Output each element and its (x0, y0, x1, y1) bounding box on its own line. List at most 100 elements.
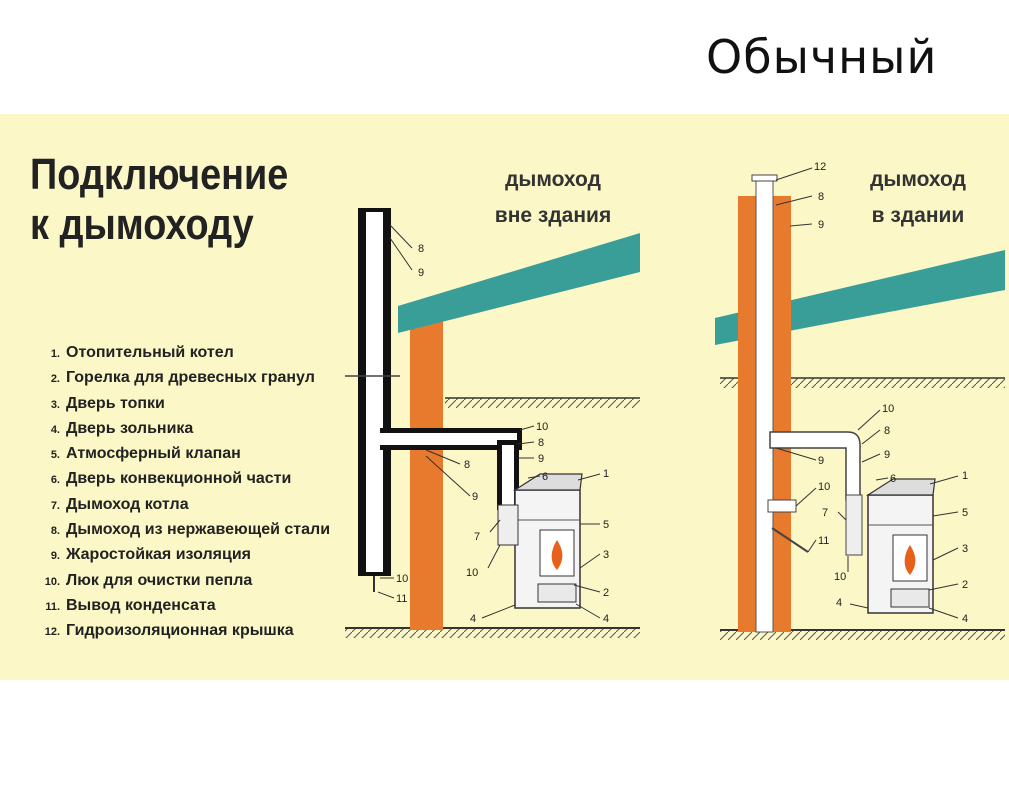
leader-line (487, 544, 501, 569)
boiler-top (512, 473, 583, 491)
leader-line (795, 487, 817, 507)
outside-label-line2: вне здания (495, 204, 611, 227)
diagram-title-line1: Подключение (30, 150, 289, 199)
callout-number: 7 (474, 531, 480, 543)
callout-number: 4 (962, 613, 968, 625)
callout-number: 8 (418, 243, 424, 255)
callout-number: 2 (962, 579, 968, 591)
leader-line (775, 447, 817, 461)
legend-item: 9.Жаростойкая изоляция (32, 542, 330, 567)
legend-number: 10. (44, 575, 60, 588)
callout-number: 12 (814, 161, 826, 173)
legend-item: 3.Дверь топки (32, 391, 330, 416)
callout-number: 6 (542, 471, 548, 483)
inside-label-line2: в здании (872, 204, 965, 227)
leader-line (789, 223, 813, 227)
diagram-title: Подключение к дымоходу (30, 150, 288, 250)
leader-line (875, 477, 889, 481)
legend-number: 8. (50, 525, 60, 538)
leader-line (425, 449, 461, 465)
callout-number: 11 (396, 593, 407, 605)
callout-number: 1 (603, 468, 609, 480)
legend-item: 12. Гидроизоляционная крышка (32, 618, 330, 643)
leader-line (932, 511, 959, 517)
ground-floor (345, 628, 640, 638)
callout-number: 1 (962, 470, 968, 482)
callout-number: 4 (470, 613, 476, 625)
legend-number: 3. (50, 398, 60, 411)
ceiling-slab (720, 378, 1005, 388)
flame-icon (904, 545, 916, 575)
outside-boiler (497, 473, 583, 609)
outside-chimney-inner (366, 212, 383, 572)
outside-label-line1: дымоход (505, 168, 601, 191)
ground-floor (720, 630, 1005, 640)
callout-number: 8 (884, 425, 890, 437)
leader-line (577, 473, 601, 481)
leader-line (517, 441, 535, 445)
legend-text: Гидроизоляционная крышка (66, 622, 294, 640)
legend-item: 7.Дымоход котла (32, 492, 330, 517)
leader-line (928, 607, 959, 619)
legend-text: Горелка для древесных гранул (66, 369, 315, 387)
callout-number: 4 (836, 597, 842, 609)
legend-item: 11.Вывод конденсата (32, 593, 330, 618)
callout-number: 8 (538, 437, 544, 449)
outside-chimney-scene (345, 208, 640, 638)
leader-line (519, 425, 535, 431)
legend-item: 1.Отопительный котел (32, 340, 330, 365)
leader-line (775, 195, 813, 206)
callout-number: 9 (884, 449, 890, 461)
legend-text: Жаростойкая изоляция (66, 546, 251, 564)
legend-item: 10. Люк для очистки пепла (32, 568, 330, 593)
callout-number: 10 (396, 573, 408, 585)
legend-text: Люк для очистки пепла (66, 571, 253, 589)
ceiling-slab (445, 398, 640, 408)
leader-line (489, 519, 501, 533)
ash-door (890, 588, 930, 608)
callout-number: 8 (464, 459, 470, 471)
leader-line (527, 475, 541, 479)
inside-label-line1: дымоход (870, 168, 966, 191)
leader-line (932, 547, 959, 561)
legend-number: 6. (50, 474, 60, 487)
leader-line (807, 539, 817, 553)
inside-chimney-scene (715, 174, 1005, 640)
slide-title: Обычный (706, 30, 938, 84)
callout-number: 9 (472, 491, 478, 503)
flame-icon (551, 540, 563, 570)
legend-number: 7. (50, 499, 60, 512)
leader-line (929, 475, 959, 485)
leader-line (775, 167, 813, 181)
inside-boiler (865, 478, 936, 614)
legend-number: 2. (50, 373, 60, 386)
legend-text: Атмосферный клапан (66, 445, 241, 463)
callout-number: 9 (538, 453, 544, 465)
leader-line (861, 429, 881, 445)
callout-number: 10 (818, 481, 830, 493)
leader-line (837, 511, 847, 521)
legend-number: 5. (50, 449, 60, 462)
legend-item: 2. Горелка для древесных гранул (32, 365, 330, 390)
legend-number: 1. (50, 348, 60, 360)
callout-number: 5 (603, 519, 609, 531)
inside-boiler-flue (845, 494, 863, 556)
outside-connector-inner (380, 433, 517, 445)
leader-line (377, 591, 395, 599)
steel-liner (755, 179, 774, 633)
callout-number: 4 (603, 613, 609, 625)
waterproof-cap (751, 174, 778, 182)
callout-number: 3 (603, 549, 609, 561)
callout-number: 10 (834, 571, 846, 583)
legend-number: 4. (50, 423, 60, 436)
leader-line (389, 237, 413, 271)
legend-number: 12. (44, 626, 60, 639)
legend-item: 4.Дверь зольника (32, 416, 330, 441)
legend-item: 8.Дымоход из нержавеющей стали (32, 517, 330, 542)
callout-number: 9 (818, 455, 824, 467)
leader-line (481, 604, 516, 619)
legend-item: 5. Атмосферный клапан (32, 441, 330, 466)
roof (398, 233, 640, 333)
condensate-outlet (771, 527, 809, 553)
